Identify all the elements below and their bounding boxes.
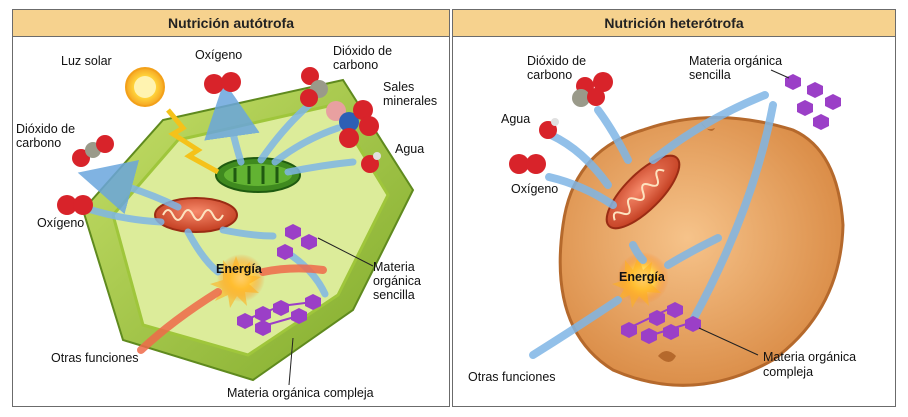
- energy-burst: [612, 252, 669, 308]
- co2-molecule: [572, 72, 613, 107]
- plant-cell-diagram: [57, 67, 415, 386]
- label-dioxido-left-2: carbono: [16, 136, 62, 150]
- water-molecule: [539, 118, 559, 139]
- label-oxigeno-top: Oxígeno: [195, 48, 243, 62]
- heterotrophic-panel: Nutrición heterótrofa: [452, 9, 896, 407]
- label-dioxido-left-1: Dióxido de: [16, 122, 76, 136]
- label-energia: Energía: [619, 270, 665, 284]
- leader-lines: [698, 69, 790, 356]
- leader-lines: [288, 237, 374, 386]
- label-materia-compleja-2: compleja: [763, 365, 814, 379]
- label-oxigeno-left: Oxígeno: [37, 216, 85, 230]
- simple-organic-molecules: [785, 74, 841, 130]
- label-materia-sencilla-1: Materia orgánica: [689, 54, 783, 68]
- co2-molecule-left: [72, 135, 114, 167]
- water-molecule: [361, 152, 381, 173]
- label-dioxido-1: Dióxido de: [527, 54, 587, 68]
- oxygen-molecule: [509, 154, 546, 174]
- autotrophic-panel-title: Nutrición autótrofa: [13, 10, 449, 37]
- label-dioxido-top-2: carbono: [333, 58, 379, 72]
- label-materia-compleja-1: Materia orgánica: [763, 350, 857, 364]
- label-agua: Agua: [395, 142, 425, 156]
- label-materia-sencilla-2: orgánica: [373, 274, 421, 288]
- label-luz-solar: Luz solar: [61, 54, 112, 68]
- mitochondria: [605, 154, 681, 230]
- label-materia-compleja: Materia orgánica compleja: [227, 386, 374, 400]
- animal-cell-diagram: [509, 69, 845, 387]
- label-materia-sencilla-2: sencilla: [689, 68, 731, 82]
- label-sales-1: Sales: [383, 80, 415, 94]
- co2-molecule-top: [300, 67, 328, 107]
- light-ray: [166, 108, 220, 175]
- salt-molecule: [326, 100, 379, 148]
- flow-arrows: [529, 91, 777, 359]
- complex-organic-molecule: [621, 302, 701, 344]
- complex-organic-molecule: [237, 294, 321, 336]
- animal-cell: [558, 116, 845, 387]
- simple-organic-molecules: [277, 224, 317, 260]
- label-oxigeno: Oxígeno: [511, 182, 559, 196]
- oxygen-molecule-left: [57, 195, 93, 215]
- label-dioxido-top-1: Dióxido de: [333, 44, 393, 58]
- label-agua: Agua: [501, 112, 531, 126]
- label-otras-funciones: Otras funciones: [468, 370, 556, 384]
- label-sales-2: minerales: [383, 94, 438, 108]
- label-dioxido-2: carbono: [527, 68, 573, 82]
- chloroplast: [215, 157, 301, 193]
- label-materia-sencilla-3: sencilla: [373, 288, 415, 302]
- energy-burst: [210, 254, 265, 308]
- label-otras-funciones: Otras funciones: [51, 351, 139, 365]
- label-materia-sencilla-1: Materia: [373, 260, 415, 274]
- autotrophic-panel: Nutrición autótrofa: [12, 9, 450, 407]
- label-energia: Energía: [216, 262, 262, 276]
- oxygen-molecule-top: [204, 72, 241, 94]
- energy-arrows: [137, 264, 327, 354]
- heterotrophic-panel-title: Nutrición heterótrofa: [453, 10, 895, 37]
- sun-icon: [125, 67, 165, 107]
